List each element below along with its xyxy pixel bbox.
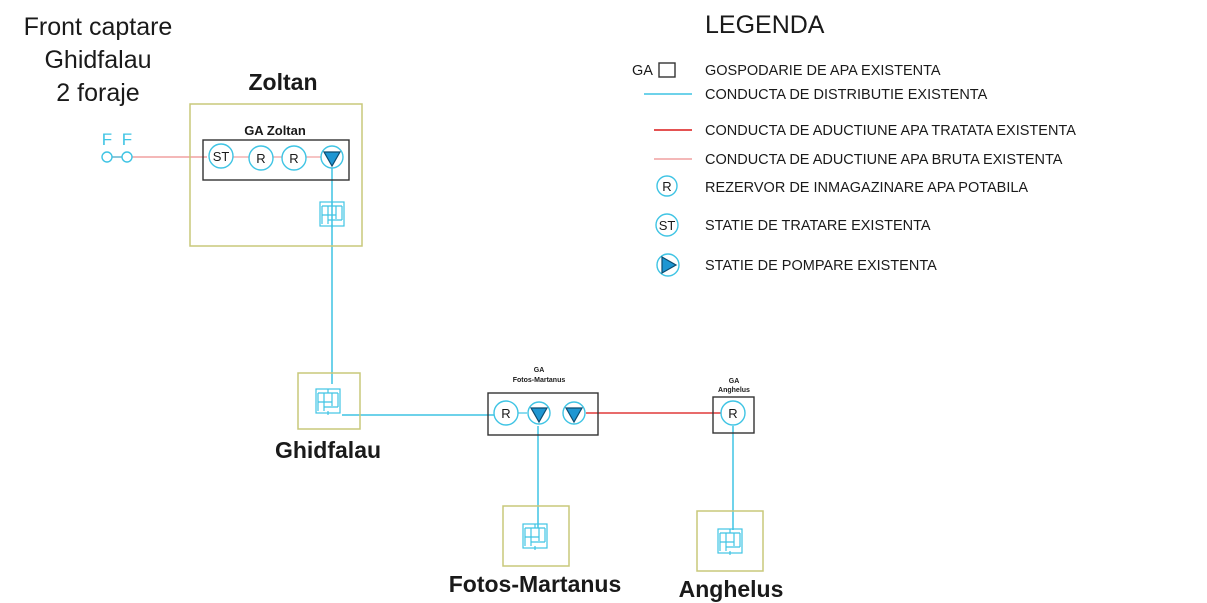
ga-anghelus-box (712, 396, 755, 434)
legend-item-pompare: STATIE DE POMPARE EXISTENTA (705, 258, 937, 274)
legend-ga-symbol-text: GA (632, 63, 653, 79)
ga-zoltan-st-text: ST (213, 149, 230, 164)
well-2-icon (121, 151, 133, 163)
well-2-label: F (122, 130, 132, 149)
legend-item-bruta: CONDUCTA DE ADUCTIUNE APA BRUTA EXISTENT… (705, 152, 1063, 168)
anghelus-network-icon (717, 528, 743, 556)
locality-anghelus-boundary (696, 510, 764, 572)
ga-zoltan-pump-icon (320, 145, 344, 169)
locality-anghelus-label: Anghelus (679, 576, 784, 602)
front-captare-title: Front captare (24, 13, 173, 41)
ga-fotos-reservoir: R (493, 400, 519, 426)
locality-fotos-label: Fotos-Martanus (449, 571, 622, 597)
ga-fotos-pump-1-icon (527, 401, 551, 425)
ga-fotos-pump-2-icon (562, 401, 586, 425)
ga-fotos-prefix: GA (534, 367, 545, 374)
ga-anghelus-r-text: R (728, 406, 737, 421)
fotos-network-icon (522, 523, 548, 551)
legend-pompare-icon (656, 253, 680, 277)
ga-fotos-box (487, 392, 599, 436)
ghidfalau-network-icon (315, 388, 341, 416)
legend-item-rezervor: REZERVOR DE INMAGAZINARE APA POTABILA (705, 180, 1028, 196)
ga-anghelus-reservoir: R (720, 400, 746, 426)
legend-tratare-symbol-text: ST (659, 218, 676, 233)
locality-zoltan-boundary (189, 103, 363, 247)
locality-fotos-boundary (502, 505, 570, 567)
legend-tratare-icon: ST (655, 213, 679, 237)
ga-fotos-r-text: R (501, 406, 510, 421)
ga-zoltan-label: GA Zoltan (244, 123, 306, 138)
legend-title: LEGENDA (705, 11, 825, 39)
ga-zoltan-r1-text: R (256, 151, 265, 166)
legend-item-distributie: CONDUCTA DE DISTRIBUTIE EXISTENTA (705, 87, 988, 103)
ga-fotos-name: Fotos-Martanus (513, 377, 566, 384)
legend-item-gospodarie: GOSPODARIE DE APA EXISTENTA (705, 63, 941, 79)
locality-ghidfalau-label: Ghidfalau (275, 437, 381, 463)
ga-zoltan-box (202, 139, 350, 181)
ga-zoltan-reservoir-2: R (281, 145, 307, 171)
ga-zoltan-reservoir-1: R (248, 145, 274, 171)
ga-anghelus-prefix: GA (729, 378, 740, 385)
legend-rezervor-icon: R (656, 175, 678, 197)
well-1: F (101, 130, 113, 163)
legend-ga-symbol-icon (658, 62, 676, 78)
zoltan-network-icon (319, 201, 345, 229)
front-captare-place: Ghidfalau (44, 46, 151, 74)
ga-zoltan-treatment-station: ST (208, 143, 234, 169)
locality-zoltan-label: Zoltan (249, 69, 318, 95)
ga-anghelus-name: Anghelus (718, 387, 750, 394)
well-2: F (121, 130, 133, 163)
legend-item-tratata: CONDUCTA DE ADUCTIUNE APA TRATATA EXISTE… (705, 123, 1076, 139)
legend-item-tratare: STATIE DE TRATARE EXISTENTA (705, 218, 931, 234)
ga-zoltan-r2-text: R (289, 151, 298, 166)
well-1-icon (101, 151, 113, 163)
legend: LEGENDA GA GOSPODARIE DE APA EXISTENTA C… (632, 11, 1076, 277)
locality-ghidfalau-boundary (297, 372, 361, 430)
legend-rezervor-symbol-text: R (662, 179, 671, 194)
front-captare-count: 2 foraje (56, 79, 139, 107)
well-1-label: F (102, 130, 112, 149)
